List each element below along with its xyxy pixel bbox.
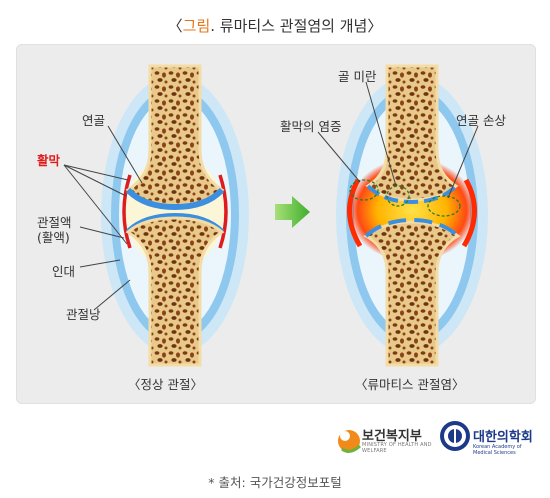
bone-erosion-marker bbox=[386, 185, 410, 207]
synovitis-marker bbox=[349, 179, 379, 201]
mohw-logo: 보건복지부 MINISTRY OF HEALTH AND WELFARE bbox=[362, 429, 432, 454]
right-leader-lines bbox=[317, 81, 479, 199]
lower-bone bbox=[125, 216, 225, 367]
synovium-right-line bbox=[218, 174, 228, 249]
synovium-left-line bbox=[122, 174, 132, 249]
mohw-logo-icon bbox=[338, 430, 362, 453]
label-synovium: 활막 bbox=[37, 153, 61, 168]
ra-joint bbox=[336, 64, 488, 367]
progression-arrow-icon bbox=[275, 196, 310, 228]
caption-ra-joint: 〈류마티스 관절염〉 bbox=[355, 377, 465, 392]
figure-title: 〈그림. 류마티스 관절염의 개념〉 bbox=[167, 17, 383, 35]
label-cartilage-damage: 연골 손상 bbox=[456, 113, 506, 128]
label-synovitis: 활막의 염증 bbox=[280, 119, 342, 134]
label-bone-erosion: 골 미란 bbox=[338, 69, 377, 84]
cartilage-damage-marker bbox=[427, 195, 461, 217]
label-ligament: 인대 bbox=[52, 264, 76, 279]
left-leader-lines bbox=[63, 125, 143, 311]
source-note: * 출처: 국가건강정보포털 bbox=[208, 475, 342, 490]
kams-logo: 대한의학회 Korean Academy of Medical Sciences bbox=[473, 430, 533, 456]
caption-normal-joint: 〈정상 관절〉 bbox=[128, 377, 203, 392]
kams-logo-icon bbox=[440, 421, 470, 451]
label-synovial-fluid-sub: (활액) bbox=[37, 230, 70, 245]
label-joint-capsule: 관절낭 bbox=[66, 307, 101, 322]
normal-joint bbox=[101, 64, 249, 367]
upper-cartilage bbox=[125, 187, 225, 211]
label-cartilage: 연골 bbox=[82, 113, 106, 128]
label-synovial-fluid: 관절액 bbox=[37, 215, 72, 230]
